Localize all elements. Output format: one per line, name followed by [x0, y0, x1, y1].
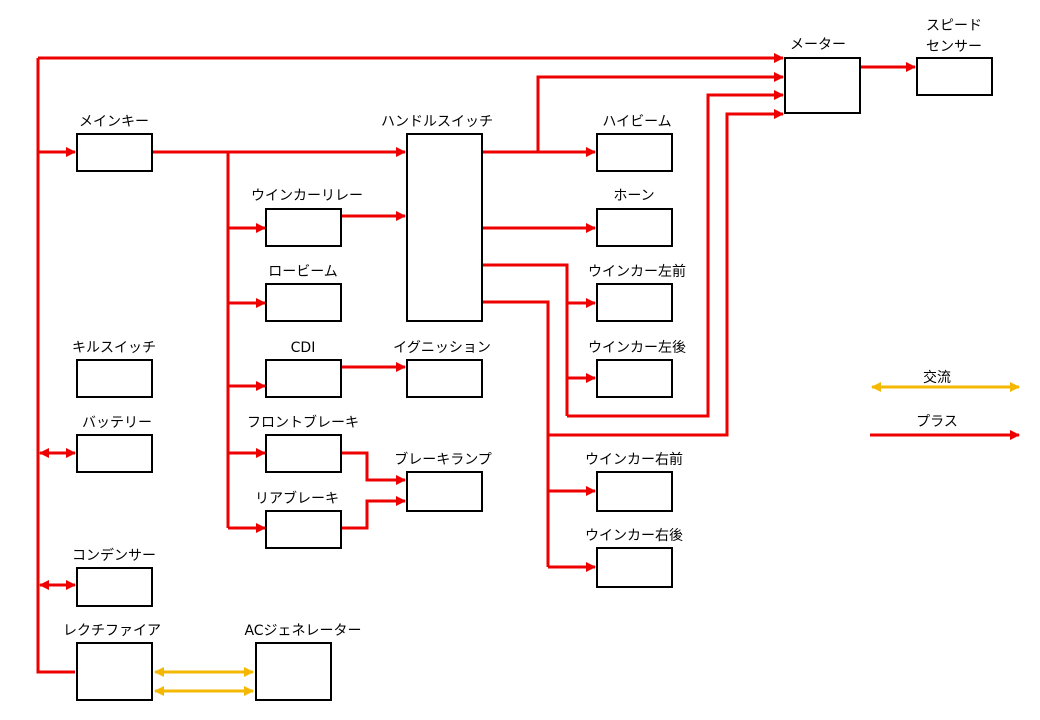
winker-front-right-label: ウインカー右前 [585, 451, 683, 468]
wire-left-trunk [36, 58, 75, 674]
front-brake-label: フロントブレーキ [247, 414, 359, 431]
condenser-label: コンデンサー [72, 547, 156, 564]
high-beam-box [596, 133, 673, 172]
winker-rear-right-label: ウインカー右後 [585, 528, 683, 544]
ac-generator-box [255, 642, 332, 701]
winker-front-left-box [596, 283, 673, 322]
speed-sensor-box [916, 57, 993, 96]
legend: 交流 プラス [870, 369, 1020, 440]
wire-left-winkers-to-meter [567, 90, 784, 418]
winker-rear-right-box [596, 547, 673, 588]
winker-relay-box [265, 208, 342, 247]
winker-rear-left-box [596, 359, 673, 398]
plus-wires [36, 53, 916, 674]
meter-box [784, 57, 861, 114]
wire-rear-brake-to-brake-lamp [341, 496, 406, 530]
wire-right-winkers-to-meter [548, 109, 784, 437]
rectifier-label: レクチファイア [63, 623, 161, 639]
low-beam-label: ロービーム [268, 264, 338, 280]
battery-box [76, 434, 153, 473]
kill-switch-label: キルスイッチ [72, 340, 156, 356]
low-beam-box [265, 283, 342, 322]
ignition-label: イグニッション [393, 340, 491, 356]
legend-plus-label: プラス [916, 414, 958, 430]
winker-relay-label: ウインカーリレー [251, 188, 363, 204]
ac-generator-label: ACジェネレーター [244, 623, 361, 639]
winker-rear-left-label: ウインカー左後 [588, 340, 686, 356]
brake-lamp-box [406, 471, 483, 512]
main-key-label: メインキー [79, 114, 149, 130]
winker-front-left-label: ウインカー左前 [588, 263, 686, 280]
rear-brake-box [265, 510, 342, 549]
wire-handle-switch-to-meter-top [536, 72, 784, 152]
cdi-box [265, 359, 342, 398]
rear-brake-label: リアブレーキ [255, 490, 339, 507]
speed-sensor-label-2: センサー [926, 39, 982, 55]
battery-label: バッテリー [82, 415, 152, 431]
horn-box [596, 208, 673, 247]
rectifier-box [76, 642, 153, 701]
kill-switch-box [76, 359, 153, 398]
wire-front-brake-to-brake-lamp [341, 451, 406, 485]
main-key-box [76, 133, 153, 172]
wire-handle-switch-to-right-winkers [482, 300, 550, 567]
high-beam-label: ハイビーム [602, 114, 671, 130]
component-labels: メーター スピード センサー メインキー ハンドルスイッチ ハイビーム ウインカ… [63, 18, 982, 639]
legend-ac-label: 交流 [923, 369, 951, 386]
component-boxes [76, 57, 993, 701]
speed-sensor-label-1: スピード [926, 18, 982, 34]
winker-front-right-box [596, 471, 673, 512]
brake-lamp-label: ブレーキランプ [394, 451, 492, 468]
meter-label: メーター [790, 37, 846, 53]
condenser-box [76, 567, 153, 607]
handle-switch-box [406, 133, 483, 322]
handle-switch-label: ハンドルスイッチ [381, 114, 493, 130]
ignition-box [406, 359, 483, 398]
wire-handle-switch-to-left-winkers [482, 263, 569, 416]
horn-label: ホーン [613, 188, 654, 204]
ac-wires [154, 667, 254, 696]
front-brake-box [265, 434, 342, 473]
cdi-label: CDI [291, 340, 316, 356]
